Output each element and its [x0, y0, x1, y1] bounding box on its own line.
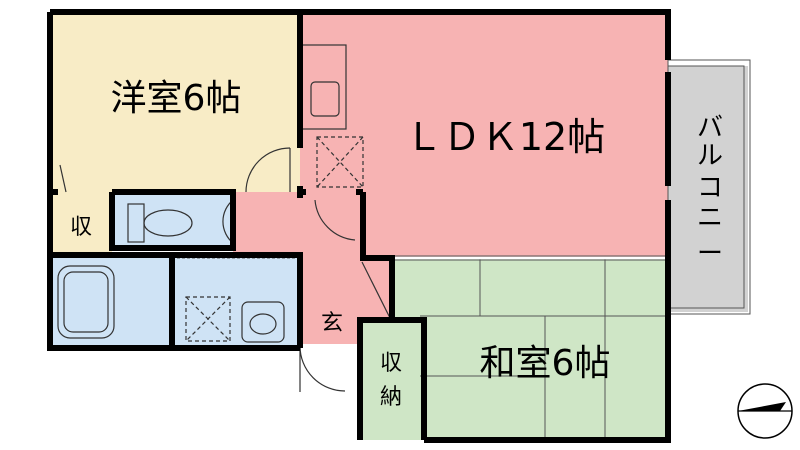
washroom [172, 255, 300, 347]
closet [360, 318, 422, 440]
japanese-room-label: 和室6帖 [480, 343, 611, 384]
walls [47, 9, 671, 443]
balcony-label-char: ル [697, 141, 723, 171]
ldk-room-label: ＬＤＫ12帖 [405, 115, 605, 159]
storage-label: 収 [70, 215, 92, 240]
tatami-lines [420, 258, 668, 440]
western-room-label: 洋室6帖 [111, 78, 242, 119]
washing-machine-icon [185, 296, 231, 342]
storage-room [50, 192, 112, 257]
toilet-room [112, 192, 233, 248]
balcony-label: バ ル コ ニ ー [697, 113, 723, 269]
entrance-label: 玄 [321, 311, 343, 336]
balcony-inner-outline [667, 65, 745, 309]
balcony-label-char: コ [697, 173, 723, 203]
bathtub-icon [57, 265, 115, 339]
wash-basin-icon [241, 301, 285, 343]
north-arrow-icon [737, 383, 793, 439]
balcony-label-char: ニ [697, 203, 723, 233]
balcony-label-char: バ [697, 113, 723, 143]
closet-label-1: 収 [380, 351, 402, 376]
door-swings [59, 147, 391, 392]
balcony [668, 66, 748, 312]
toilet-icon [127, 203, 193, 243]
closet-label-2: 納 [380, 385, 402, 410]
japanese-room [392, 258, 668, 440]
balcony-label-char: ー [697, 239, 723, 269]
